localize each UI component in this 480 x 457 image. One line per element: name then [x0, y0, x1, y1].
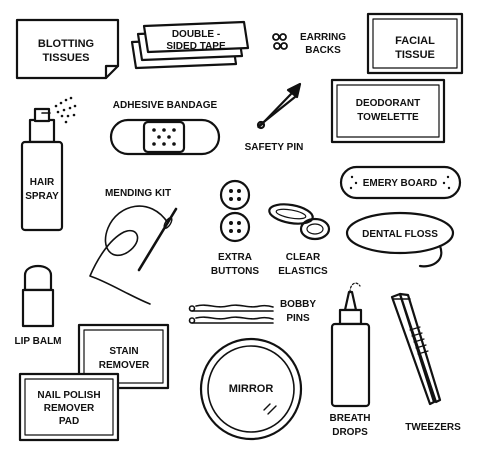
tweezers-label: TWEEZERS	[405, 422, 461, 433]
mirror-shine-icon	[263, 403, 277, 415]
extra-buttons-label-2: BUTTONS	[211, 266, 259, 277]
safety-pin: SAFETY PIN	[245, 82, 304, 153]
needle-and-thread-icon	[89, 205, 178, 305]
hair-spray-can-icon	[20, 107, 64, 232]
tweezers: TWEEZERS	[390, 292, 461, 433]
lip-balm: LIP BALM	[14, 264, 62, 347]
lip-balm-icon	[23, 264, 53, 292]
mirror-label: MIRROR	[229, 383, 274, 395]
mending-kit: MENDING KIT	[89, 188, 178, 305]
stain-remover-border	[83, 329, 164, 384]
blotting-tissues-fold	[104, 64, 120, 80]
mirror: MIRROR	[199, 337, 303, 441]
nail-polish-remover-border	[24, 378, 114, 436]
earring-backs: EARRING BACKS	[272, 32, 346, 56]
bandage-pad	[142, 120, 186, 154]
hair-spray: HAIR SPRAY	[20, 96, 77, 232]
breath-drops-bottle-icon	[330, 282, 371, 408]
dental-floss-case	[345, 211, 455, 255]
mirror-glass	[207, 345, 295, 433]
adhesive-bandage-label: ADHESIVE BANDAGE	[113, 100, 218, 111]
earring-back-icon	[272, 33, 288, 50]
bobby-pins-label-2: PINS	[286, 313, 310, 324]
bandage-holes	[152, 128, 176, 146]
double-sided-tape-label-1: DOUBLE -	[172, 29, 220, 40]
bobby-pins: BOBBY PINS	[188, 299, 316, 324]
nail-polish-remover-pack	[18, 372, 120, 442]
emery-board: EMERY BOARD	[339, 165, 462, 200]
bobby-pins-label-1: BOBBY	[280, 299, 316, 310]
stain-remover-label-1: STAIN	[109, 346, 138, 357]
extra-buttons: EXTRA BUTTONS	[211, 179, 259, 277]
earring-backs-label-2: BACKS	[305, 45, 341, 56]
stain-remover-label-2: REMOVER	[99, 360, 150, 371]
blotting-tissues-sheet	[15, 18, 120, 80]
extra-buttons-label-1: EXTRA	[218, 252, 252, 263]
bandage-strip	[109, 118, 221, 156]
button-bottom-icon	[219, 211, 251, 243]
elastic-band-icon	[268, 203, 331, 241]
clear-elastics: CLEAR ELASTICS	[268, 203, 331, 277]
dental-floss: DENTAL FLOSS	[345, 211, 455, 268]
deodorant-towelette-label-1: DEODORANT	[356, 98, 420, 109]
emery-board-label: EMERY BOARD	[363, 178, 437, 189]
bobby-pin-icon	[188, 304, 274, 324]
blotting-tissues-label-2: TISSUES	[42, 52, 89, 64]
double-sided-tape-label-2: SIDED TAPE	[166, 41, 226, 52]
mirror-frame	[199, 337, 303, 441]
nail-polish-remover-label-2: REMOVER	[44, 403, 95, 414]
adhesive-bandage: ADHESIVE BANDAGE	[109, 100, 221, 156]
breath-drops-label-1: BREATH	[330, 413, 371, 424]
safety-pin-label: SAFETY PIN	[245, 142, 304, 153]
nail-polish-remover-pad: NAIL POLISH REMOVER PAD	[18, 372, 120, 442]
double-sided-tape: DOUBLE - SIDED TAPE	[130, 20, 250, 70]
blotting-tissues-label-1: BLOTTING	[38, 38, 94, 50]
blotting-tissues: BLOTTING TISSUES	[15, 18, 120, 80]
breath-drops: BREATH DROPS	[330, 282, 371, 438]
lip-balm-tube	[21, 288, 55, 328]
facial-tissue-label-2: TISSUE	[395, 49, 435, 61]
nail-polish-remover-label-1: NAIL POLISH	[37, 390, 100, 401]
dental-floss-label: DENTAL FLOSS	[362, 229, 438, 240]
hair-spray-label-2: SPRAY	[25, 191, 59, 202]
deodorant-towelette: DEODORANT TOWELETTE	[330, 78, 446, 144]
deodorant-towelette-label-2: TOWELETTE	[357, 112, 419, 123]
lip-balm-label: LIP BALM	[14, 336, 61, 347]
facial-tissue: FACIAL TISSUE	[366, 12, 464, 75]
deodorant-towelette-border	[336, 84, 440, 138]
clear-elastics-label-2: ELASTICS	[278, 266, 328, 277]
clear-elastics-label-1: CLEAR	[286, 252, 321, 263]
hair-spray-label-1: HAIR	[30, 177, 55, 188]
breath-drops-label-2: DROPS	[332, 427, 368, 438]
nail-polish-remover-label-3: PAD	[59, 416, 79, 427]
facial-tissue-pack	[366, 12, 464, 75]
button-top-icon	[219, 179, 251, 211]
dental-floss-strand	[418, 244, 443, 268]
tweezers-icon	[390, 292, 442, 406]
facial-tissue-border	[372, 18, 458, 69]
facial-tissue-label-1: FACIAL	[395, 35, 435, 47]
emery-board-shape	[339, 165, 462, 200]
safety-pin-icon	[256, 82, 302, 130]
spray-mist-icon	[54, 96, 77, 124]
deodorant-towelette-pack	[330, 78, 446, 144]
emery-board-grit	[349, 175, 451, 190]
tape-strip-front	[142, 20, 250, 54]
earring-backs-label-1: EARRING	[300, 32, 346, 43]
mending-kit-label: MENDING KIT	[105, 188, 171, 199]
